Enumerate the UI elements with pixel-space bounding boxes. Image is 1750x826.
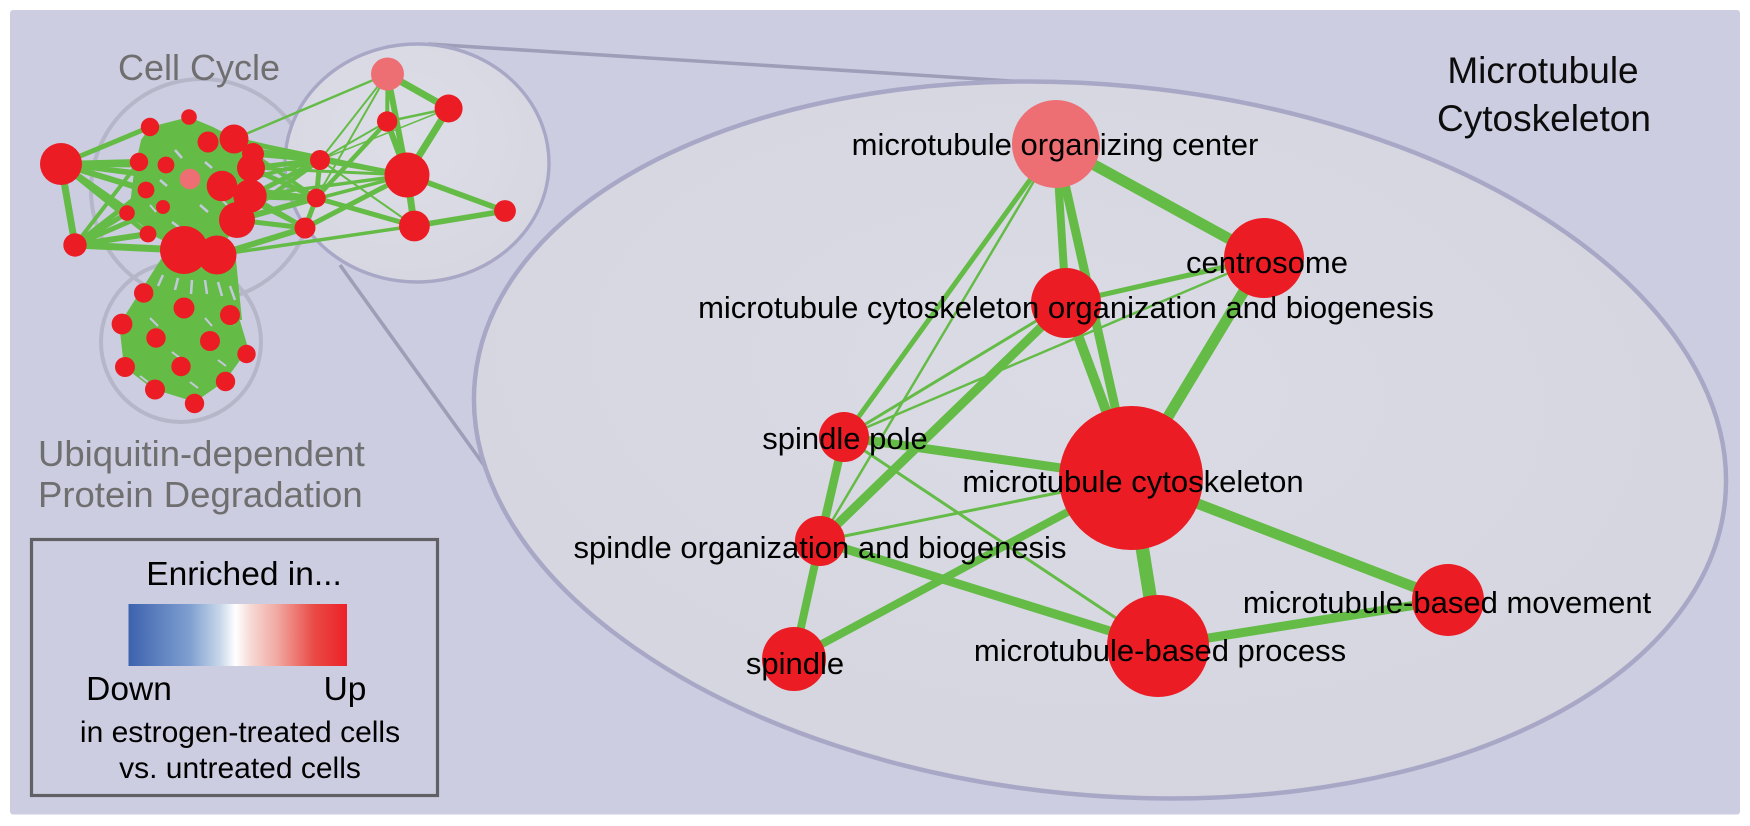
svg-text:vs. untreated cells: vs. untreated cells <box>119 752 361 785</box>
svg-text:spindle organization and bioge: spindle organization and biogenesis <box>574 530 1067 565</box>
svg-text:centrosome: centrosome <box>1186 245 1348 280</box>
svg-text:Cytoskeleton: Cytoskeleton <box>1437 98 1651 139</box>
svg-text:microtubule cytoskeleton organ: microtubule cytoskeleton organization an… <box>698 290 1434 325</box>
svg-text:microtubule-based movement: microtubule-based movement <box>1243 585 1652 620</box>
svg-text:spindle: spindle <box>746 646 844 681</box>
svg-text:Ubiquitin-dependent: Ubiquitin-dependent <box>38 433 365 474</box>
svg-text:Microtubule: Microtubule <box>1447 50 1638 91</box>
svg-text:Protein Degradation: Protein Degradation <box>38 474 363 515</box>
svg-text:Up: Up <box>324 671 367 708</box>
svg-text:microtubule cytoskeleton: microtubule cytoskeleton <box>962 464 1303 499</box>
svg-text:spindle pole: spindle pole <box>762 421 927 456</box>
svg-text:Down: Down <box>86 671 172 708</box>
svg-text:in estrogen-treated cells: in estrogen-treated cells <box>80 716 400 749</box>
svg-text:microtubule organizing center: microtubule organizing center <box>852 127 1259 162</box>
svg-text:Cell Cycle: Cell Cycle <box>118 47 280 88</box>
svg-text:Enriched in...: Enriched in... <box>146 556 342 593</box>
svg-text:microtubule-based process: microtubule-based process <box>974 633 1346 668</box>
